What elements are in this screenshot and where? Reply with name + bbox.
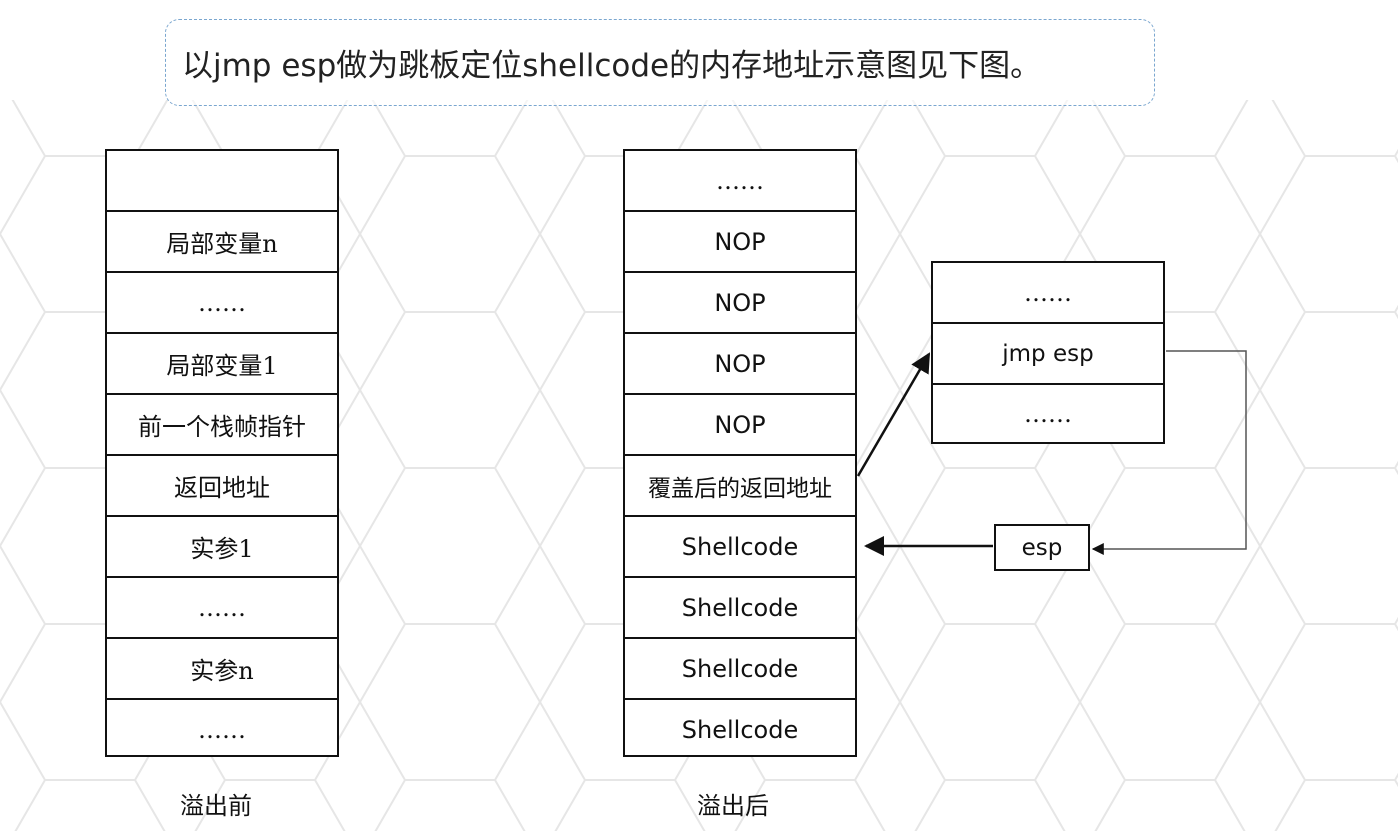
stack-before-cell-2: ……: [107, 273, 337, 334]
stack-before-overflow: 局部变量n …… 局部变量1 前一个栈帧指针 返回地址 实参1 …… 实参n ……: [105, 149, 339, 757]
stack-before-cell-1: 局部变量n: [107, 212, 337, 273]
stack-after-cell-3: NOP: [625, 334, 855, 395]
stack-before-cell-7: ……: [107, 578, 337, 639]
stack-after-cell-6: Shellcode: [625, 517, 855, 578]
jmp-block-cell-2: ……: [1024, 399, 1072, 428]
title-callout: 以jmp esp做为跳板定位shellcode的内存地址示意图见下图。: [165, 19, 1155, 106]
stack-after-cell-4: NOP: [625, 395, 855, 456]
esp-label: esp: [1021, 534, 1063, 561]
stack-after-cell-7: Shellcode: [625, 578, 855, 639]
jmp-block-cell-0: ……: [933, 263, 1163, 324]
stack-before-cell-9: ……: [198, 715, 246, 744]
stack-after-cell-9: Shellcode: [681, 715, 799, 744]
stack-after-overflow: …… NOP NOP NOP NOP 覆盖后的返回地址 Shellcode Sh…: [623, 149, 857, 757]
stack-before-cell-6: 实参1: [107, 517, 337, 578]
caption-after-overflow: 溢出后: [697, 792, 769, 820]
stack-after-cell-0: ……: [625, 151, 855, 212]
stack-before-cell-0: [107, 151, 337, 212]
stack-before-cell-5: 返回地址: [107, 456, 337, 517]
jmp-block-cell-1: jmp esp: [933, 324, 1163, 385]
stack-after-cell-1: NOP: [625, 212, 855, 273]
stack-before-cell-8: 实参n: [107, 639, 337, 700]
stack-before-cell-3: 局部变量1: [107, 334, 337, 395]
esp-register-box: esp: [994, 524, 1090, 571]
stack-before-cell-4: 前一个栈帧指针: [107, 395, 337, 456]
stack-after-cell-2: NOP: [625, 273, 855, 334]
stack-after-cell-8: Shellcode: [625, 639, 855, 700]
caption-before-overflow: 溢出前: [180, 792, 252, 820]
jmp-esp-memory-block: …… jmp esp ……: [931, 261, 1165, 444]
stack-after-cell-5: 覆盖后的返回地址: [625, 456, 855, 517]
title-text: 以jmp esp做为跳板定位shellcode的内存地址示意图见下图。: [182, 48, 1042, 84]
